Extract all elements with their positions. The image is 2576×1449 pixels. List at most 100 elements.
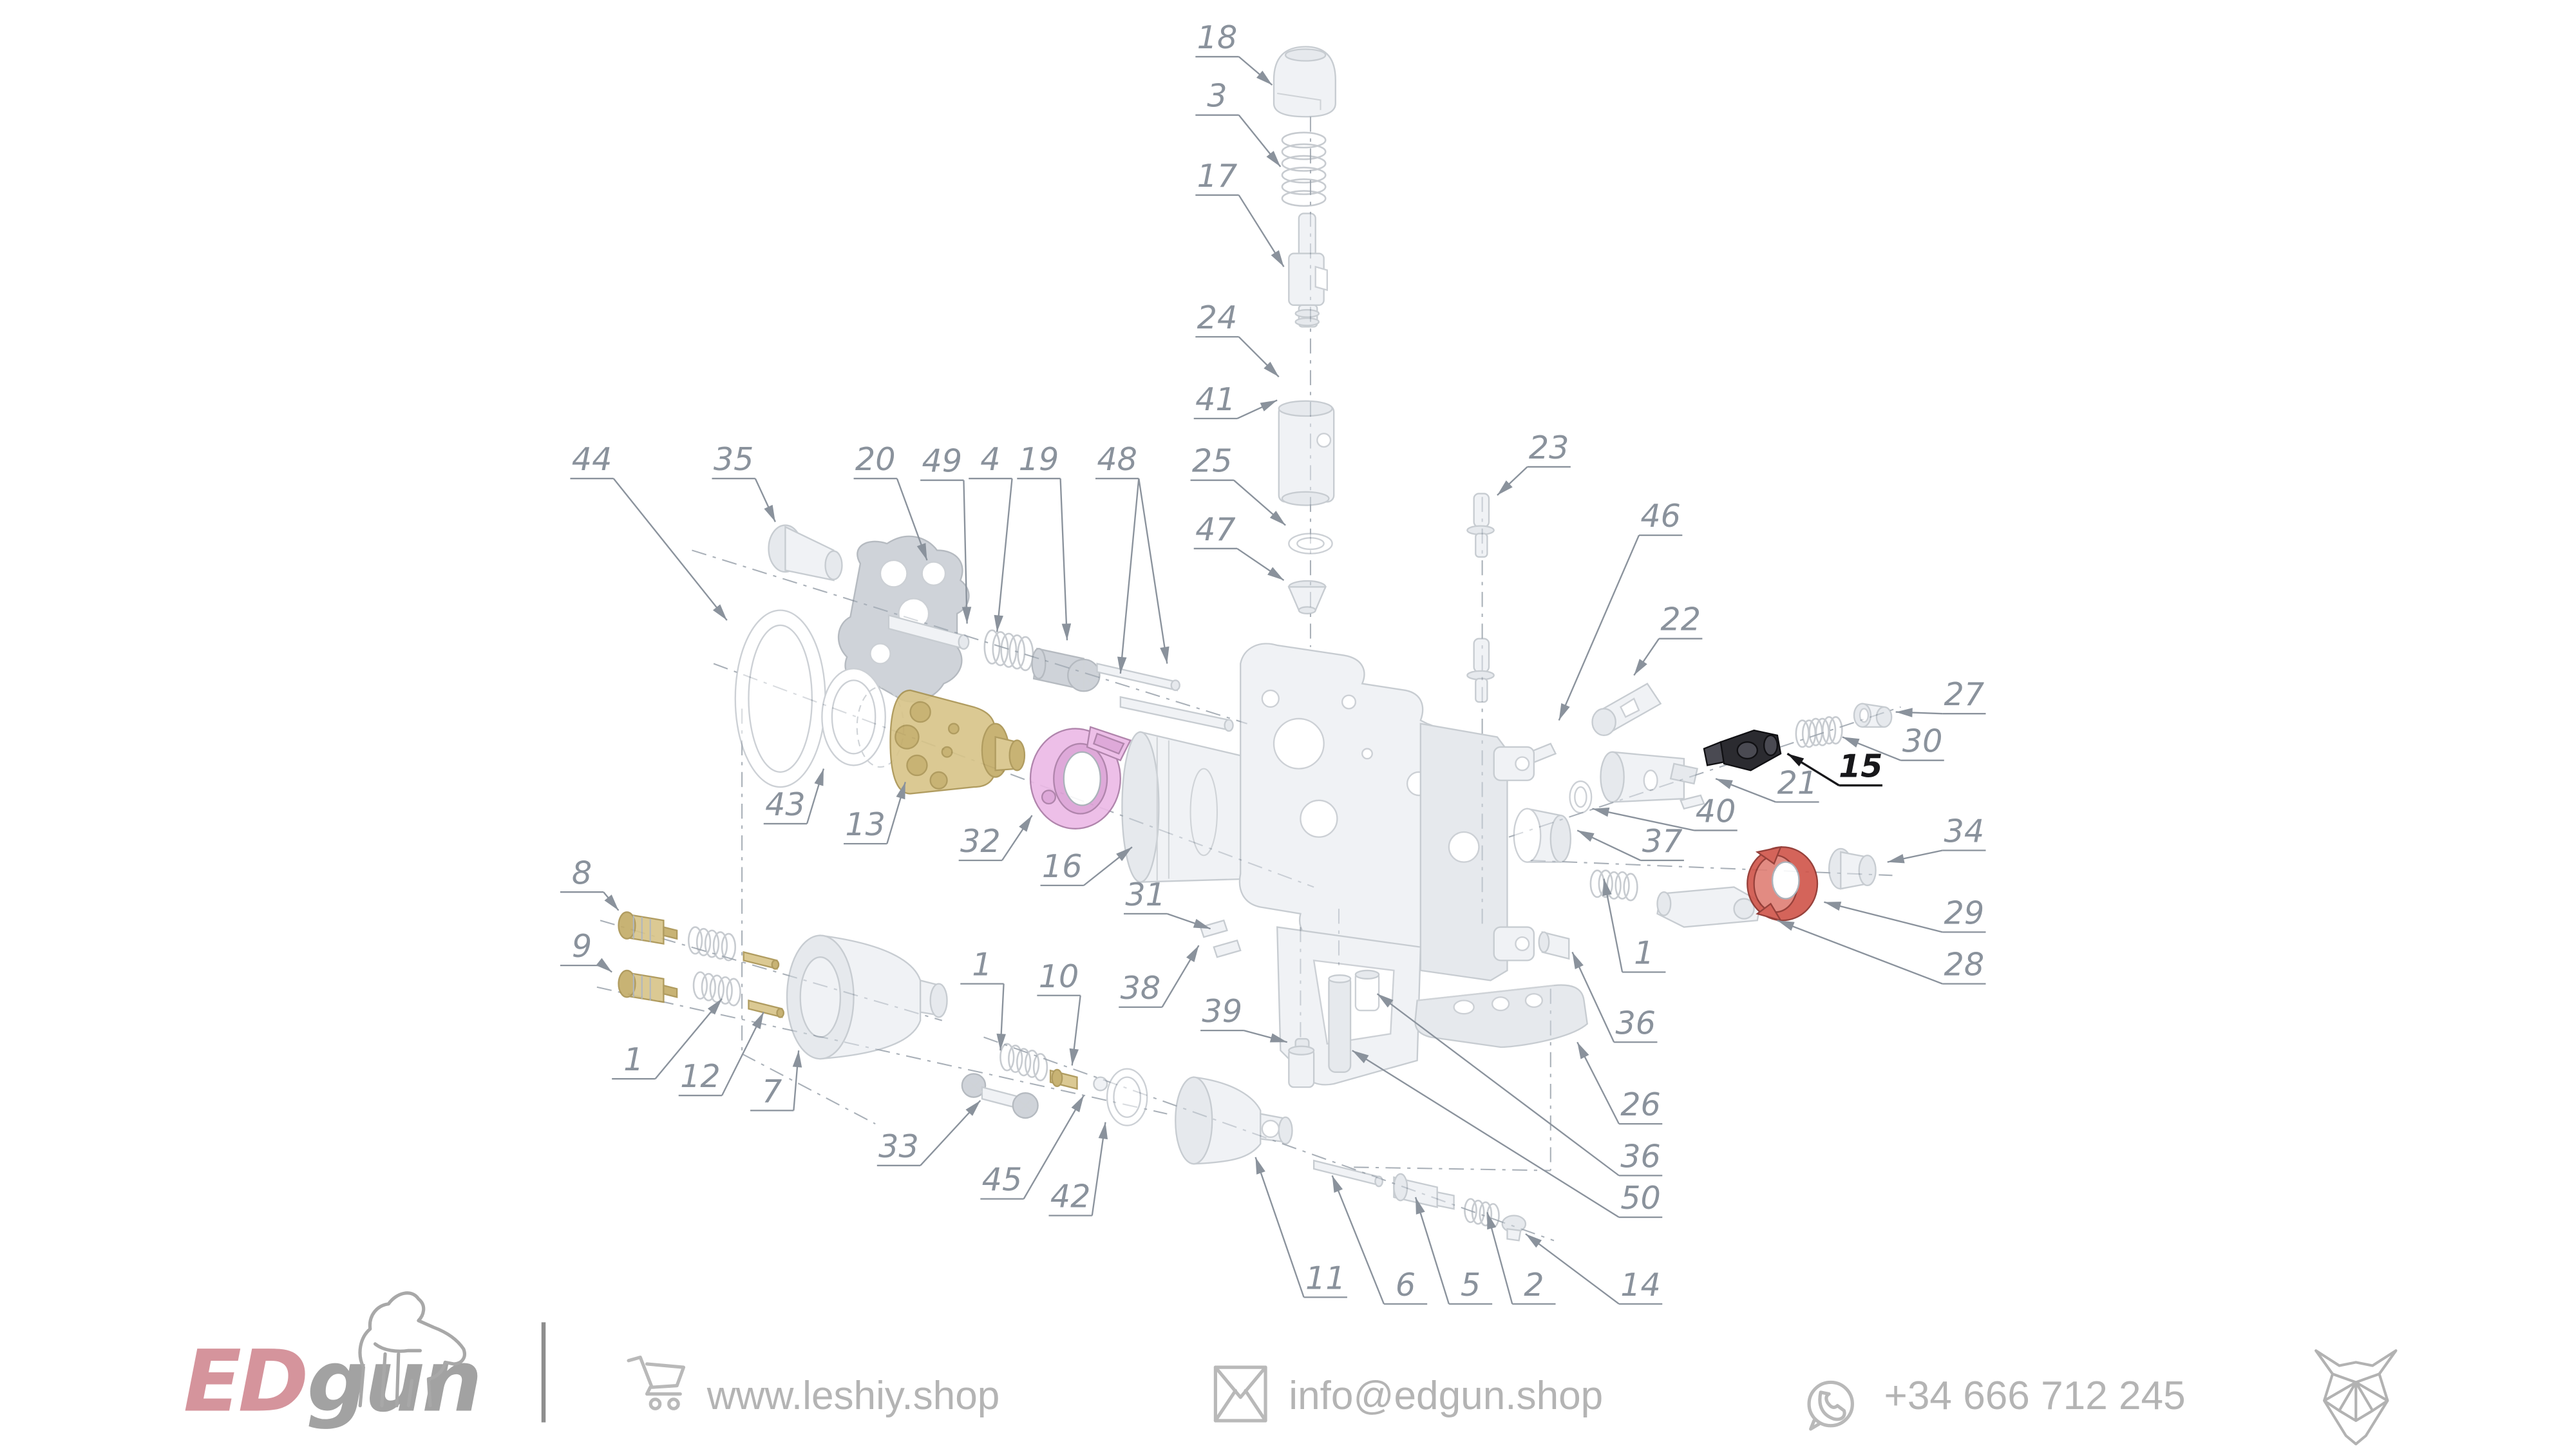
part-label-3: 3: [1195, 77, 1282, 167]
part-16-31-cylinder-tube: [1121, 731, 1255, 883]
part-label-50: 50: [1352, 1050, 1663, 1218]
svg-text:49: 49: [922, 442, 962, 480]
svg-text:8: 8: [572, 854, 592, 891]
part-6-rod: [1312, 1159, 1383, 1188]
part-label-35: 35: [712, 440, 776, 522]
svg-text:1: 1: [623, 1041, 643, 1078]
svg-text:7: 7: [762, 1072, 782, 1110]
part-label-29: 29: [1824, 894, 1986, 933]
svg-text:14: 14: [1620, 1266, 1661, 1303]
svg-text:37: 37: [1642, 822, 1683, 860]
svg-text:13: 13: [845, 806, 886, 843]
diagram-gray-parts: [687, 46, 1893, 1242]
part-label-10: 10: [1037, 958, 1081, 1066]
part-label-13: 13: [844, 781, 906, 845]
part-12-pins: [743, 951, 784, 1018]
part-label-1: 1: [960, 946, 1006, 1051]
svg-text:36: 36: [1616, 1004, 1656, 1041]
part-label-24: 24: [1195, 299, 1280, 377]
part-label-33: 33: [876, 1100, 981, 1167]
svg-text:12: 12: [680, 1057, 721, 1095]
svg-text:29: 29: [1944, 894, 1985, 931]
email-link[interactable]: info@edgun.shop: [1213, 1365, 1603, 1423]
part-label-43: 43: [763, 768, 825, 825]
part-30-spring: [1795, 716, 1843, 748]
diagram-colored-parts: [618, 689, 1819, 1090]
part-2-spring: [1464, 1198, 1500, 1228]
cart-icon: [627, 1356, 686, 1410]
svg-text:10: 10: [1039, 958, 1079, 995]
svg-text:41: 41: [1195, 381, 1236, 418]
svg-text:47: 47: [1195, 511, 1236, 548]
part-10-fitting: [1049, 1068, 1078, 1090]
svg-text:17: 17: [1197, 157, 1238, 194]
part-label-36: 36: [1571, 951, 1658, 1043]
phone-link[interactable]: +34 666 712 245: [1807, 1374, 2186, 1431]
part-13-hammer-gold: [889, 689, 1026, 795]
part-label-44: 44: [570, 440, 728, 621]
part-32-clamp-pink: [1029, 726, 1132, 829]
part-label-46: 46: [1558, 497, 1683, 721]
part-29-cap-red: [1747, 846, 1819, 922]
part-44-oring-large: [734, 609, 826, 788]
svg-text:21: 21: [1777, 764, 1818, 801]
part-label-4: 4: [969, 440, 1013, 632]
part-48-rods: [1096, 663, 1234, 732]
svg-text:43: 43: [765, 786, 806, 823]
part-label-16: 16: [1040, 846, 1133, 887]
part-label-26: 26: [1577, 1041, 1663, 1125]
part-41-cylinder: [1278, 400, 1335, 506]
svg-text:19: 19: [1019, 440, 1059, 478]
part-42-oring: [1106, 1068, 1148, 1126]
svg-text:36: 36: [1620, 1137, 1661, 1175]
part-28-bolt: [1656, 886, 1762, 928]
part-38-screws: [1199, 919, 1242, 958]
part-25-oring: [1288, 533, 1333, 554]
svg-text:5: 5: [1461, 1266, 1481, 1303]
part-26-wedge: [1414, 984, 1588, 1048]
svg-text:38: 38: [1121, 969, 1161, 1007]
svg-text:26: 26: [1620, 1086, 1661, 1123]
footer: EDgun www.leshiy.shop info@edgun.shop: [184, 1291, 2398, 1446]
part-36-bumpers: [1354, 931, 1570, 1012]
svg-text:2: 2: [1524, 1266, 1544, 1303]
part-7-end-cap: [786, 934, 948, 1060]
logo-text: EDgun: [184, 1332, 479, 1431]
part-33-bolt: [961, 1073, 1039, 1119]
part-label-27: 27: [1895, 676, 1986, 717]
part-3-spring: [1281, 131, 1327, 207]
svg-text:40: 40: [1696, 792, 1736, 829]
svg-text:46: 46: [1640, 497, 1681, 535]
part-label-45: 45: [980, 1095, 1084, 1200]
receiver-body: [1238, 643, 1535, 1086]
part-35-bushing: [768, 524, 843, 582]
svg-text:33: 33: [878, 1128, 919, 1165]
part-47-poppet: [1287, 580, 1327, 614]
website-link[interactable]: www.leshiy.shop: [627, 1356, 999, 1418]
part-label-42: 42: [1048, 1122, 1108, 1217]
part-label-11: 11: [1255, 1157, 1347, 1298]
svg-text:22: 22: [1660, 601, 1701, 638]
fox-logo-icon: [2315, 1349, 2398, 1446]
part-15-valve-black: [1703, 729, 1782, 772]
part-label-47: 47: [1193, 511, 1285, 581]
part-4-spring: [983, 629, 1034, 672]
svg-text:4: 4: [980, 440, 1000, 478]
construction-lines: [596, 117, 1901, 1242]
part-label-41: 41: [1193, 381, 1278, 420]
part-14-cap: [1501, 1215, 1527, 1242]
part-label-7: 7: [750, 1050, 802, 1112]
part-label-30: 30: [1842, 723, 1944, 761]
part-45-ball: [1093, 1076, 1108, 1092]
svg-text:16: 16: [1042, 848, 1083, 885]
part-40-oring: [1569, 780, 1593, 814]
svg-text:25: 25: [1192, 442, 1233, 480]
part-label-22: 22: [1633, 601, 1703, 676]
part-label-17: 17: [1195, 157, 1285, 267]
part-label-37: 37: [1577, 822, 1684, 862]
svg-text:32: 32: [960, 822, 1001, 860]
part-label-40: 40: [1592, 792, 1738, 831]
phone-text: +34 666 712 245: [1884, 1374, 2186, 1418]
part-8-fitting: [618, 911, 678, 945]
